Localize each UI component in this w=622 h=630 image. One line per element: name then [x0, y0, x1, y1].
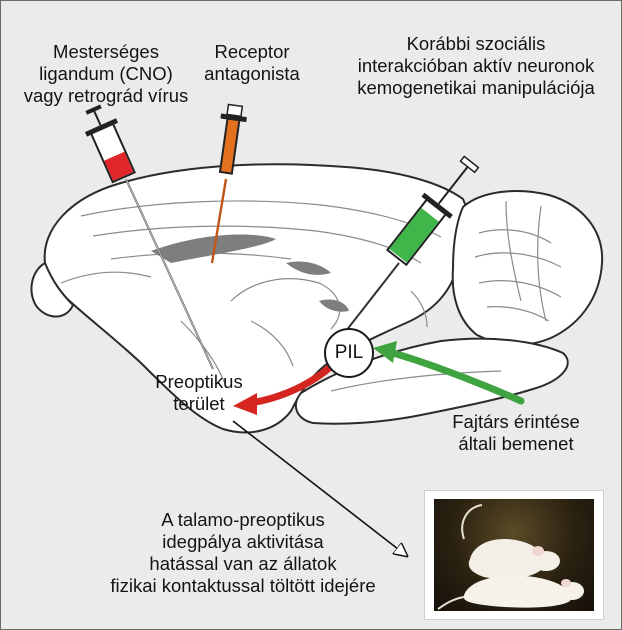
pil-node: PIL: [324, 328, 374, 378]
label-cno-or-virus: Mesterséges ligandum (CNO) vagy retrográ…: [11, 41, 201, 107]
mice-illustration: [434, 499, 594, 611]
mice-photo-image: [434, 499, 594, 611]
label-preoptic-area: Preoptikus terület: [151, 371, 247, 415]
label-chemogenetic-manipulation: Korábbi szociális interakcióban aktív ne…: [341, 33, 611, 99]
label-touch-input: Fajtárs érintése általi bemenet: [441, 411, 591, 455]
label-behavioral-outcome: A talamo-preoptikus idegpálya aktivitása…: [83, 509, 403, 597]
mice-photo: [424, 490, 604, 620]
cerebellum: [453, 191, 602, 345]
label-receptor-antagonist: Receptor antagonista: [197, 41, 307, 85]
